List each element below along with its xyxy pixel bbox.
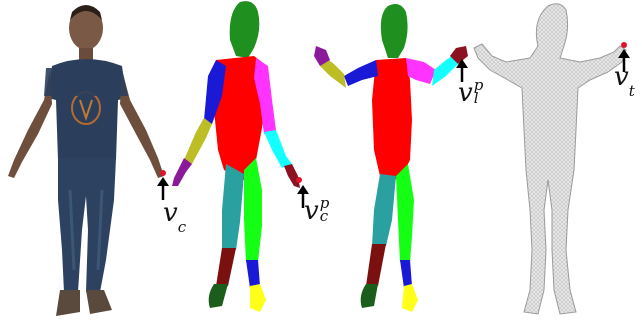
marker-vc [160,170,166,176]
seg2-forearm-right [432,56,458,86]
label-vt: vt [614,64,635,94]
seg2-shin-left [366,244,386,286]
label-vc: vc [163,200,186,230]
character-right-shoe [86,290,112,314]
seg2-head [381,4,408,58]
mesh-body [474,4,626,314]
seg2-foot-left [361,284,378,308]
segmented-body-rest [172,1,309,312]
character-right-arm [120,70,164,178]
character-left-shoe [56,290,80,316]
textured-character [8,5,169,316]
seg2-thigh-right [396,164,414,262]
seg2-torso [372,58,412,180]
marker-vcp [296,177,302,183]
seg2-upper-arm-left [344,60,378,86]
seg2-foot-right [402,284,418,312]
character-jeans [58,158,116,292]
seg-head [230,1,260,58]
seg2-shin-right [400,260,412,288]
seg2-upper-arm-right [406,58,436,84]
segmented-body-raised [314,4,468,312]
seg-shin-left [216,248,236,286]
seg-foot-left [209,284,228,308]
seg-thigh-left [222,164,244,250]
marker-vt [621,42,627,48]
seg-foot-right [250,284,266,312]
seg-shin-right [246,260,260,288]
seg-forearm-right [264,130,292,168]
template-mesh [474,4,630,314]
seg-hand-left [172,158,192,186]
seg-forearm-left [184,118,212,164]
arrow-vc [157,177,169,200]
seg-thigh-right [244,158,262,262]
seg2-thigh-left [372,174,396,246]
seg-hand-right [284,164,300,188]
